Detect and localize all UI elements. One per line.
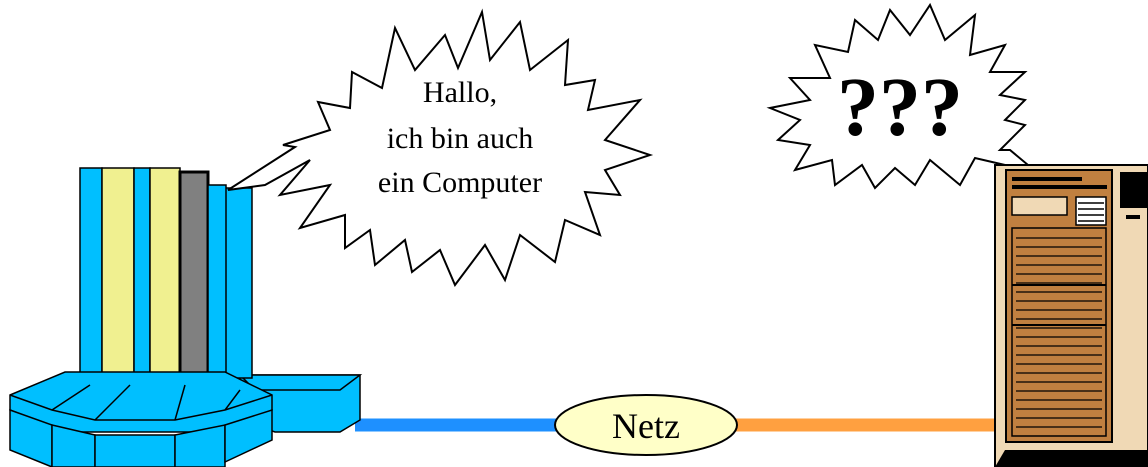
bubble-left-line-3: ein Computer [378,166,542,199]
speech-bubble-right: ??? [766,2,1041,190]
speech-bubble-left: Hallo, ich bin auch ein Computer [227,8,654,287]
network-ellipse [554,394,738,456]
supercomputer-icon [9,167,363,467]
bubble-left-line-2: ich bin auch [387,122,534,155]
network-node: Netz [554,394,738,456]
network-label: Netz [612,406,680,446]
server-icon [994,164,1148,467]
bubble-left-line-1: Hallo, [423,76,497,109]
bubble-right-text: ??? [837,61,963,154]
